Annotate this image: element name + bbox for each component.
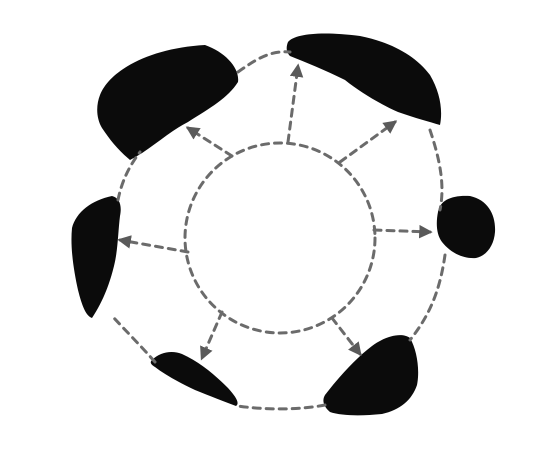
spoke-top-right xyxy=(340,122,395,162)
blob-top-right xyxy=(287,34,441,125)
spoke-top-left xyxy=(188,128,232,156)
blob-right xyxy=(437,196,495,258)
spoke-bottom-right xyxy=(332,318,360,354)
spoke-right xyxy=(374,230,430,232)
inner-dashed-circle xyxy=(185,143,375,333)
spoke-top xyxy=(288,66,298,142)
blob-top-left xyxy=(97,45,238,160)
spoke-bottom-left xyxy=(202,312,222,358)
blob-bottom-right xyxy=(323,335,418,415)
blob-left xyxy=(71,196,120,318)
spoke-left xyxy=(120,240,188,252)
blob-bottom-left xyxy=(151,352,238,406)
